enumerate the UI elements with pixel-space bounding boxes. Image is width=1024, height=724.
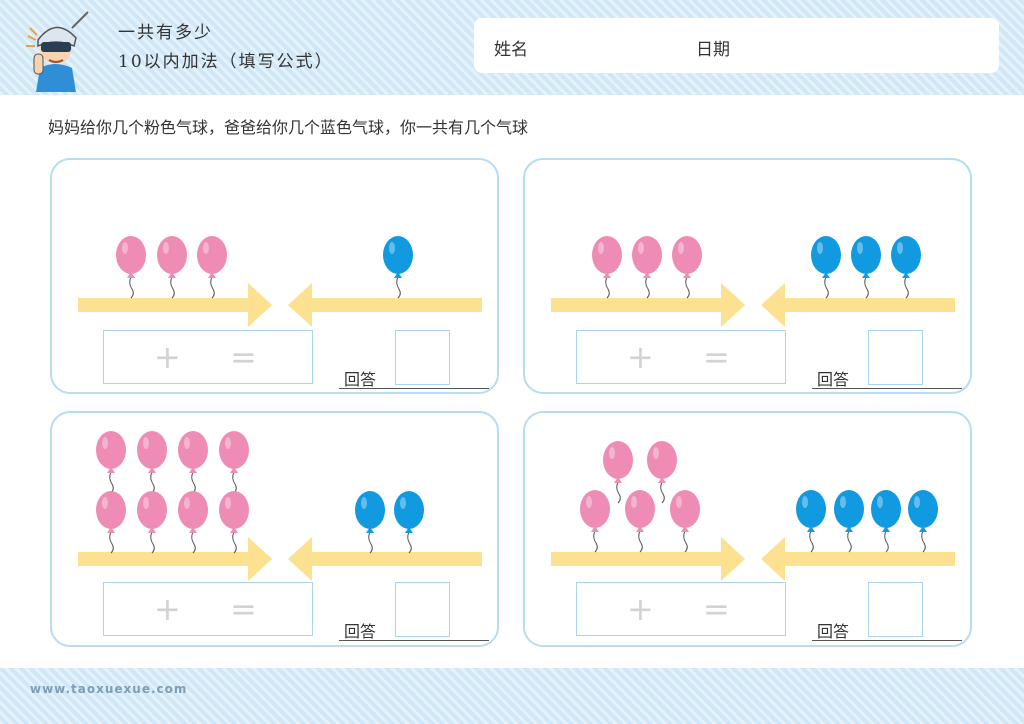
right-arrow-icon: [551, 537, 745, 581]
problem-art-4: [551, 441, 955, 581]
problem-art-1: [78, 236, 482, 327]
blue-balloon-icon: [355, 491, 385, 554]
pink-balloon-icon: [197, 236, 227, 299]
answer-label: 回答: [817, 622, 850, 641]
footer-banner: [0, 668, 1024, 724]
date-label: 日期: [696, 40, 730, 60]
problem-art-3: [78, 431, 482, 581]
problem-card-2: + = 回答: [523, 158, 972, 394]
pink-balloon-icon: [670, 490, 700, 553]
plus-sign: +: [154, 338, 181, 376]
answer-box[interactable]: [868, 582, 923, 637]
answer-label: 回答: [817, 370, 850, 389]
right-arrow-icon: [78, 283, 272, 327]
pink-balloon-icon: [625, 490, 655, 553]
answer-label: 回答: [344, 370, 377, 389]
answer-box[interactable]: [395, 330, 450, 385]
name-label: 姓名: [494, 40, 528, 60]
blue-balloon-icon: [908, 490, 938, 553]
pink-balloon-icon: [219, 491, 249, 554]
pink-balloon-icon: [632, 236, 662, 299]
plus-sign: +: [627, 338, 654, 376]
pink-balloon-icon: [137, 431, 167, 494]
answer-label: 回答: [344, 622, 377, 641]
answer-box[interactable]: [868, 330, 923, 385]
equals-sign: =: [703, 590, 730, 628]
name-date-box: 姓名 日期: [474, 18, 999, 73]
left-arrow-icon: [761, 537, 955, 581]
pink-balloon-icon: [592, 236, 622, 299]
pink-balloon-icon: [178, 431, 208, 494]
mascot-icon: [26, 11, 89, 92]
equation-box[interactable]: + =: [103, 582, 313, 636]
answer-box[interactable]: [395, 582, 450, 637]
equation-box[interactable]: + =: [576, 330, 786, 384]
equals-sign: =: [703, 338, 730, 376]
blue-balloon-icon: [394, 491, 424, 554]
website-url: www.taoxuexue.com: [30, 682, 188, 696]
worksheet-subtitle: 10以内加法（填写公式）: [118, 52, 334, 72]
blue-balloon-icon: [851, 236, 881, 299]
blue-balloon-icon: [834, 490, 864, 553]
equals-sign: =: [230, 338, 257, 376]
problem-card-4: + = 回答: [523, 411, 972, 647]
pink-balloon-icon: [157, 236, 187, 299]
instruction-text: 妈妈给你几个粉色气球，爸爸给你几个蓝色气球，你一共有几个气球: [48, 118, 529, 137]
answer-underline: [812, 388, 962, 389]
problem-card-3: + = 回答: [50, 411, 499, 647]
pink-balloon-icon: [647, 441, 677, 504]
pink-balloon-icon: [580, 490, 610, 553]
blue-balloon-icon: [811, 236, 841, 299]
left-arrow-icon: [288, 283, 482, 327]
equals-sign: =: [230, 590, 257, 628]
plus-sign: +: [154, 590, 181, 628]
answer-underline: [339, 640, 489, 641]
blue-balloon-icon: [383, 236, 413, 299]
pink-balloon-icon: [178, 491, 208, 554]
pink-balloon-icon: [137, 491, 167, 554]
pink-balloon-icon: [672, 236, 702, 299]
plus-sign: +: [627, 590, 654, 628]
worksheet-title: 一共有多少: [118, 23, 213, 43]
problem-card-1: + = 回答: [50, 158, 499, 394]
left-arrow-icon: [761, 283, 955, 327]
pink-balloon-icon: [116, 236, 146, 299]
blue-balloon-icon: [796, 490, 826, 553]
blue-balloon-icon: [871, 490, 901, 553]
right-arrow-icon: [551, 283, 745, 327]
equation-box[interactable]: + =: [103, 330, 313, 384]
left-arrow-icon: [288, 537, 482, 581]
pink-balloon-icon: [96, 491, 126, 554]
blue-balloon-icon: [891, 236, 921, 299]
pink-balloon-icon: [603, 441, 633, 504]
pink-balloon-icon: [96, 431, 126, 494]
equation-box[interactable]: + =: [576, 582, 786, 636]
answer-underline: [339, 388, 489, 389]
problem-art-2: [551, 236, 955, 327]
pink-balloon-icon: [219, 431, 249, 494]
answer-underline: [812, 640, 962, 641]
right-arrow-icon: [78, 537, 272, 581]
header-banner: 一共有多少 10以内加法（填写公式） 姓名 日期: [0, 0, 1024, 95]
